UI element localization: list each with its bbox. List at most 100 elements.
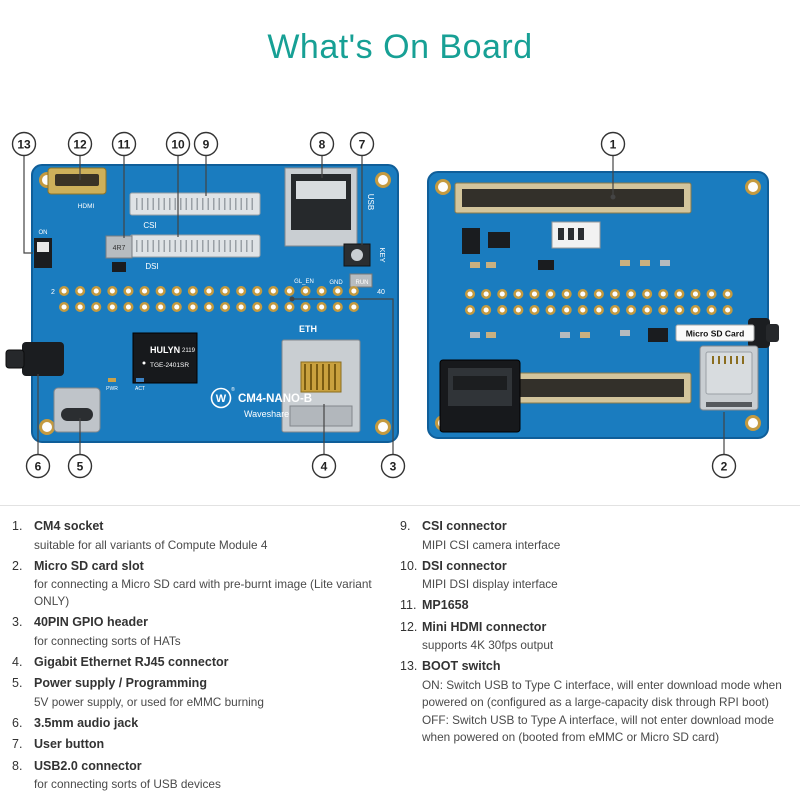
mini-hdmi-connector: HDMI (47, 167, 107, 210)
legend-item-cm4-socket: 1.CM4 socket suitable for all variants o… (12, 518, 400, 554)
legend-item-number: 10. (400, 558, 418, 573)
sd-label-text: Micro SD Card (686, 329, 745, 339)
act-silk: ACT (135, 386, 145, 392)
chip-name: HULYN (150, 345, 180, 355)
pwr-silk: PWR (106, 386, 118, 392)
legend-item-number: 9. (400, 519, 411, 533)
legend-item-audio: 6.3.5mm audio jack (12, 715, 400, 733)
legend-item-desc: suitable for all variants of Compute Mod… (34, 537, 268, 552)
svg-text:1: 1 (610, 138, 617, 152)
callout-11: 11 (111, 131, 137, 157)
callout-lines (23, 155, 725, 455)
legend-item-user-button: 7. User button (12, 736, 400, 754)
legend-item-number: 11. (400, 598, 417, 613)
chip-code: 2119 (182, 348, 196, 354)
legend-item-title: USB2.0 connector (34, 758, 142, 773)
legend-item-title: MP1658 (422, 598, 469, 613)
svg-text:5: 5 (77, 460, 84, 474)
model-silk: CM4-NANO-B (238, 393, 312, 405)
legend-item-desc: MIPI CSI camera interface (422, 537, 561, 552)
legend-item-desc: for connecting sorts of HATs (34, 633, 181, 648)
callout-2: 2 (711, 453, 737, 479)
gpio-holes-back (465, 289, 747, 315)
legend-item-ethernet: 4.Gigabit Ethernet RJ45 connector (12, 654, 400, 672)
legend-item-number: 7. (12, 737, 23, 752)
user-button: KEY (343, 243, 387, 288)
registered-mark: ® (231, 386, 235, 393)
callout-6: 6 (25, 453, 51, 479)
csi-silk: CSI (143, 221, 156, 230)
legend-item-mini-hdmi: 12.Mini HDMI connector supports 4K 30fps… (400, 619, 788, 655)
legend-item-title: 3.5mm audio jack (34, 715, 139, 730)
legend-item-title: Power supply / Programming (34, 676, 207, 691)
svg-text:12: 12 (73, 138, 87, 152)
usb-silk: USB (366, 194, 375, 210)
callout-7: 7 (349, 131, 375, 157)
callout-10: 10 (165, 131, 191, 157)
board-front-view: HDMI ON CSI DSI 4 (5, 164, 399, 443)
svg-text:8: 8 (319, 138, 326, 152)
audio-jack (5, 342, 64, 376)
legend-item-number: 12. (400, 619, 418, 634)
key-silk: KEY (378, 247, 387, 262)
run-silk: RUN (356, 280, 369, 286)
gl-en-silk: GL_EN (294, 279, 314, 285)
legend-item-number: 13. (400, 659, 418, 674)
legend-column-left: 1.CM4 socket suitable for all variants o… (12, 518, 400, 798)
ethernet-jack (281, 339, 361, 433)
legend-item-desc: supports 4K 30fps output (422, 638, 554, 653)
legend-item-title: Micro SD card slot (34, 558, 144, 573)
legend-item-title: CSI connector (422, 519, 507, 533)
callout-5: 5 (67, 453, 93, 479)
dsi-silk: DSI (145, 262, 158, 271)
pin2-silk: 2 (51, 289, 55, 296)
gnd-silk: GND (329, 280, 343, 286)
smd-components (462, 221, 670, 342)
callout-3: 3 (380, 453, 406, 479)
legend-item-title: 40PIN GPIO header (34, 615, 148, 630)
legend-item-desc: OFF: Switch USB to Type A interface, wil… (422, 712, 774, 745)
usb-a-port-back (439, 359, 521, 433)
svg-text:9: 9 (203, 138, 210, 152)
svg-text:6: 6 (35, 460, 42, 474)
svg-text:3: 3 (390, 460, 397, 474)
callout-9: 9 (193, 131, 219, 157)
legend: 1.CM4 socket suitable for all variants o… (0, 505, 800, 798)
legend-item-number: 3. (12, 615, 23, 630)
legend-item-number: 2. (12, 558, 23, 573)
legend-item-dsi: 10.DSI connector MIPI DSI display interf… (400, 558, 788, 594)
legend-item-boot-switch: 13.BOOT switch ON: Switch USB to Type C … (400, 658, 788, 746)
page-title: What's On Board (267, 28, 533, 66)
svg-text:4: 4 (321, 460, 328, 474)
legend-item-number: 5. (12, 676, 23, 691)
callout-1: 1 (600, 131, 626, 157)
boot-switch: ON (34, 230, 52, 268)
legend-item-usb2: 8.USB2.0 connector for connecting sorts … (12, 758, 400, 794)
micro-sd-slot (699, 345, 759, 411)
legend-item-number: 8. (12, 758, 23, 773)
legend-item-title: DSI connector (422, 558, 507, 573)
legend-item-mp1658: 11. MP1658 (400, 597, 788, 615)
legend-item-sd-slot: 2. Micro SD card slot for connecting a Mi… (12, 558, 400, 611)
legend-column-right: 9. CSI connector MIPI CSI camera interfac… (400, 518, 788, 798)
legend-item-title: User button (34, 737, 105, 752)
svg-text:13: 13 (17, 138, 31, 152)
chip-model: TGE-2401SR (150, 362, 189, 369)
legend-item-title: CM4 socket (34, 519, 104, 533)
legend-item-csi: 9. CSI connector MIPI CSI camera interfac… (400, 518, 788, 554)
pin40-silk: 40 (377, 289, 385, 296)
legend-item-title: BOOT switch (422, 659, 501, 674)
callout-8: 8 (309, 131, 335, 157)
usb-c-connector (53, 387, 101, 433)
board-diagram: HDMI ON CSI DSI 4 (5, 131, 779, 479)
csi-connector: CSI (129, 192, 261, 230)
board-back-view: Micro SD Card (427, 171, 779, 439)
inductor-label: 4R7 (113, 245, 126, 252)
micro-connector (349, 273, 373, 288)
brand-silk: Waveshare (244, 409, 289, 419)
mounting-holes-back (435, 179, 761, 431)
callout-12: 12 (67, 131, 93, 157)
hdmi-silk: HDMI (78, 203, 95, 210)
legend-item-desc: for connecting a Micro SD card with pre-… (34, 577, 372, 609)
legend-item-title: Gigabit Ethernet RJ45 connector (34, 654, 229, 669)
